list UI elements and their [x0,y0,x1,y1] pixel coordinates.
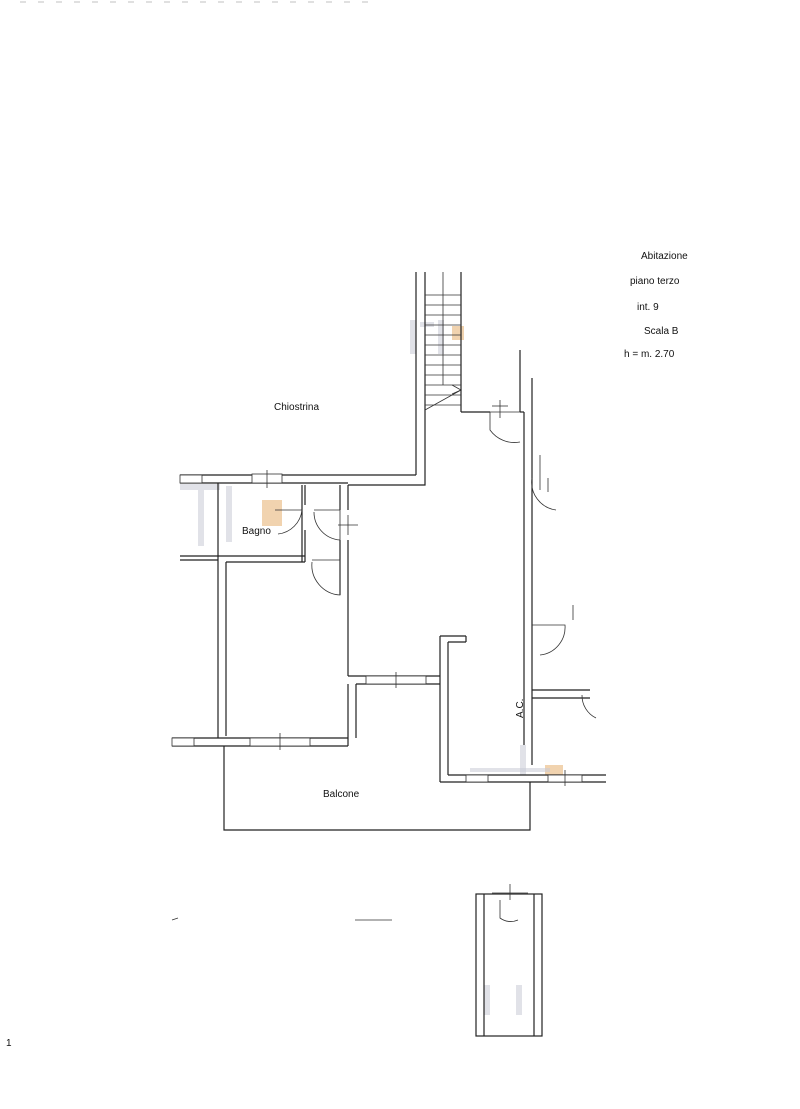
room-label-balcone: Balcone [323,789,360,800]
watermark [180,320,563,1015]
shaft-detail [171,884,543,1037]
room-label-bagno: Bagno [242,526,271,537]
room-label-ac: A.C. [515,698,526,718]
doors [275,400,597,719]
info-abitazione: Abitazione [641,251,688,262]
staircase [415,272,462,475]
info-piano: piano terzo [630,276,680,287]
windows [171,470,583,786]
info-scala: Scala B [644,326,679,337]
info-altezza: h = m. 2.70 [624,349,675,360]
info-interno: int. 9 [637,302,659,313]
walls [172,350,606,831]
room-label-chiostrina: Chiostrina [274,402,320,413]
edge-mark: 1 [6,1038,12,1049]
